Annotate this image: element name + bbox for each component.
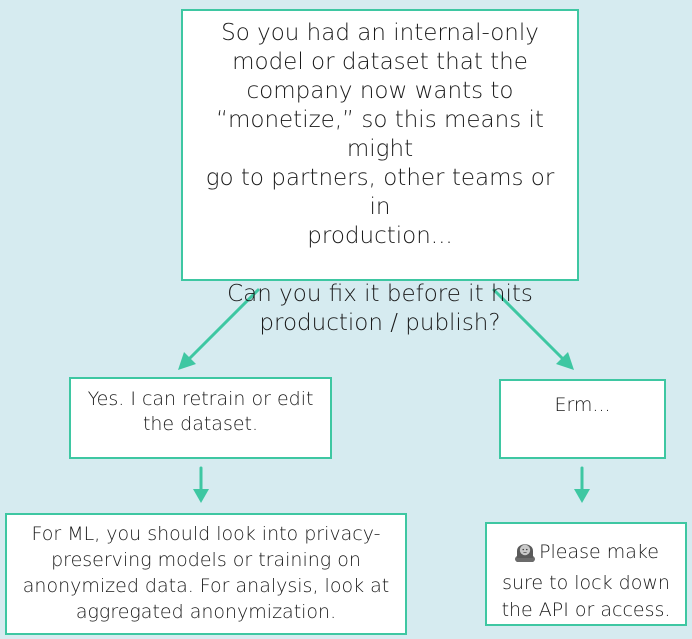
root-question-line: Can you fix it before it hits	[227, 281, 533, 307]
root-line: So you had an internal-only	[221, 20, 539, 46]
no-branch-line: Erm...	[554, 394, 611, 416]
arrow-yes-to-result	[193, 466, 209, 503]
yes-result-line: aggregated anonymization.	[75, 601, 337, 623]
root-question-box: So you had an internal-only model or dat…	[181, 9, 579, 336]
yes-result-line: For ML, you should look into privacy-	[31, 523, 381, 545]
arrow-root-to-yes	[178, 288, 260, 370]
yes-branch-line: Yes. I can retrain or edit	[87, 388, 314, 410]
root-question-line: production / publish?	[259, 310, 501, 336]
root-line: company now wants to	[246, 78, 514, 104]
no-result-line: the API or access.	[501, 599, 671, 621]
root-line: production...	[307, 223, 453, 249]
no-result-box: Please make sure to lock down the API or…	[485, 522, 687, 626]
no-result-first-line: Please make	[493, 538, 679, 570]
no-branch-box: Erm...	[499, 379, 666, 459]
root-line: go to partners, other teams or in	[205, 165, 555, 220]
arrow-root-to-erm	[492, 288, 574, 370]
yes-result-line: anonymized data. For analysis, look at	[22, 575, 390, 597]
root-line: model or dataset that the	[232, 49, 528, 75]
arrow-erm-to-result	[574, 466, 590, 503]
person-with-headscarf-icon	[513, 538, 537, 570]
no-result-line: sure to lock down	[502, 572, 670, 594]
yes-result-box: For ML, you should look into privacy- pr…	[5, 513, 407, 635]
yes-branch-box: Yes. I can retrain or edit the dataset.	[69, 377, 332, 459]
root-line: “monetize,” so this means it might	[216, 107, 544, 162]
yes-result-line: preserving models or training on	[51, 549, 361, 571]
no-result-line: Please make	[539, 541, 659, 563]
yes-branch-line: the dataset.	[142, 413, 259, 435]
